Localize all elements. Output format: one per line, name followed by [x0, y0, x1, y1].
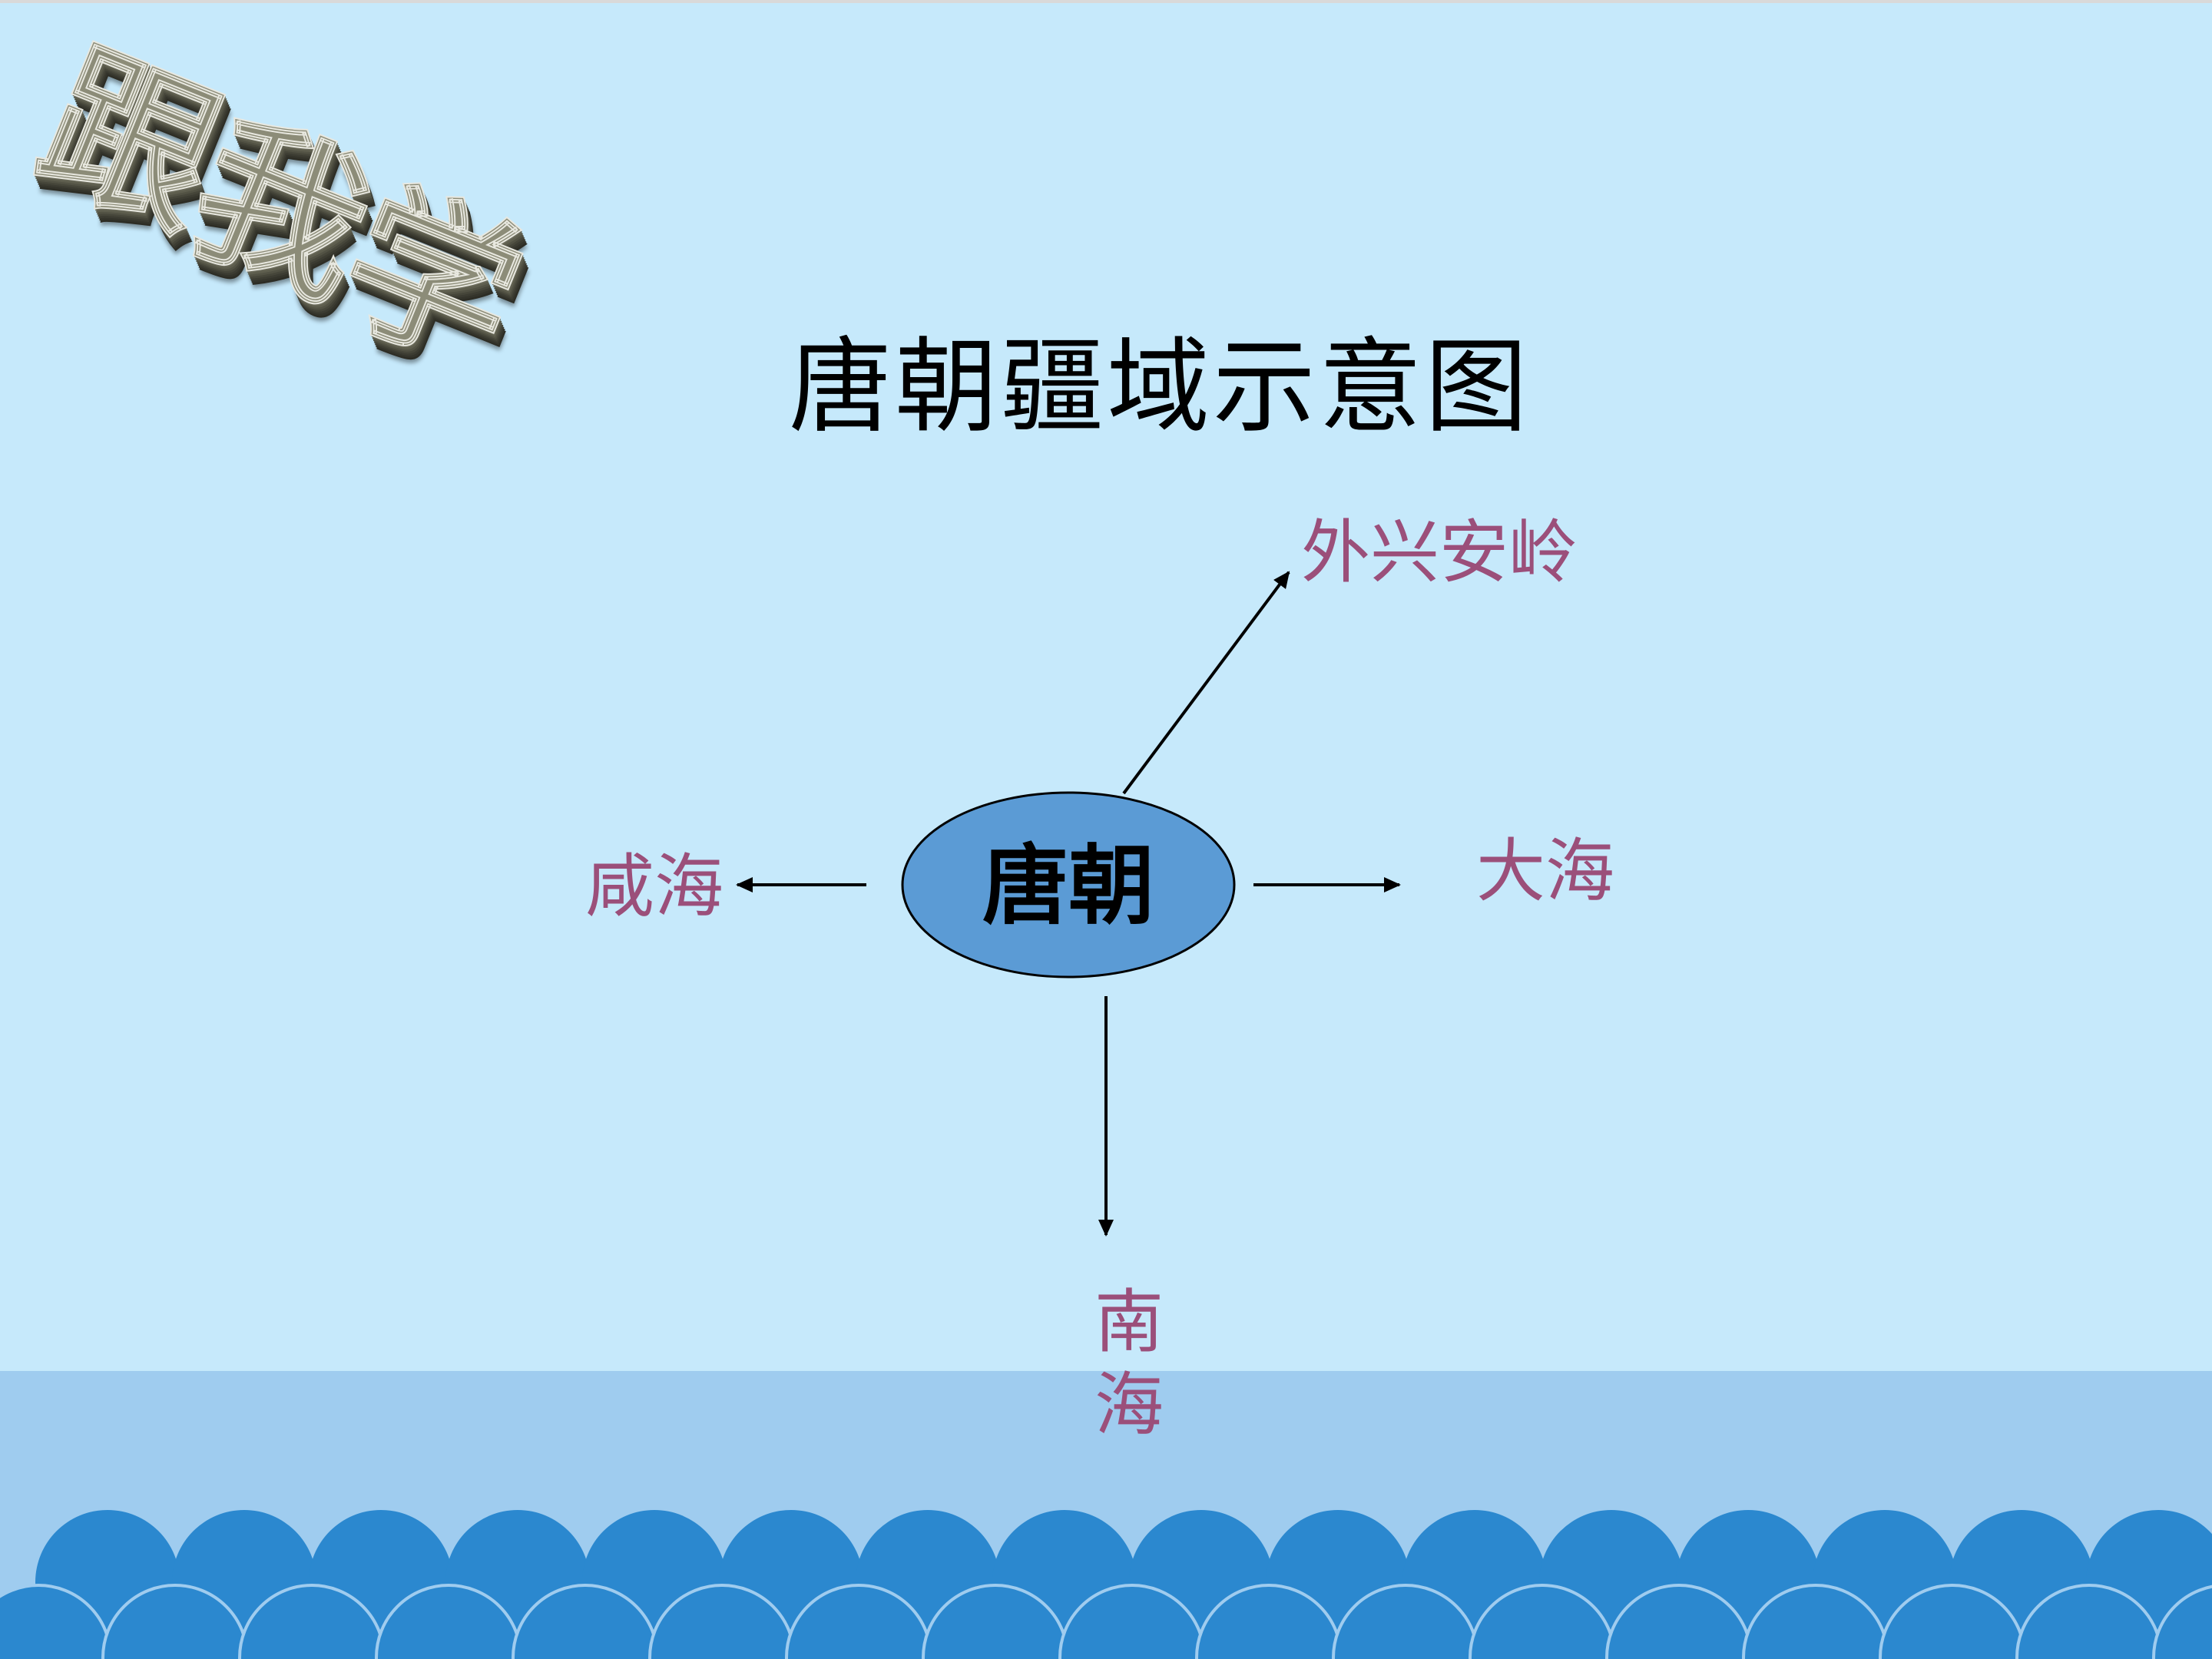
arrow-north: [1122, 571, 1290, 795]
wave-pattern: [0, 1510, 2212, 1659]
tang-dynasty-ellipse: [901, 791, 1236, 979]
wave-row-bottom: [0, 1584, 2212, 1659]
center-label: 唐朝: [982, 836, 1154, 936]
page-title: 唐朝疆域示意图: [788, 327, 1531, 447]
label-north: 外兴安岭: [1301, 512, 1578, 593]
label-south: 南海: [1094, 1282, 1164, 1445]
top-border: [0, 0, 2212, 3]
label-west: 咸海: [585, 846, 724, 927]
label-east: 大海: [1476, 831, 1614, 912]
wave-scallop: [2152, 1584, 2212, 1659]
